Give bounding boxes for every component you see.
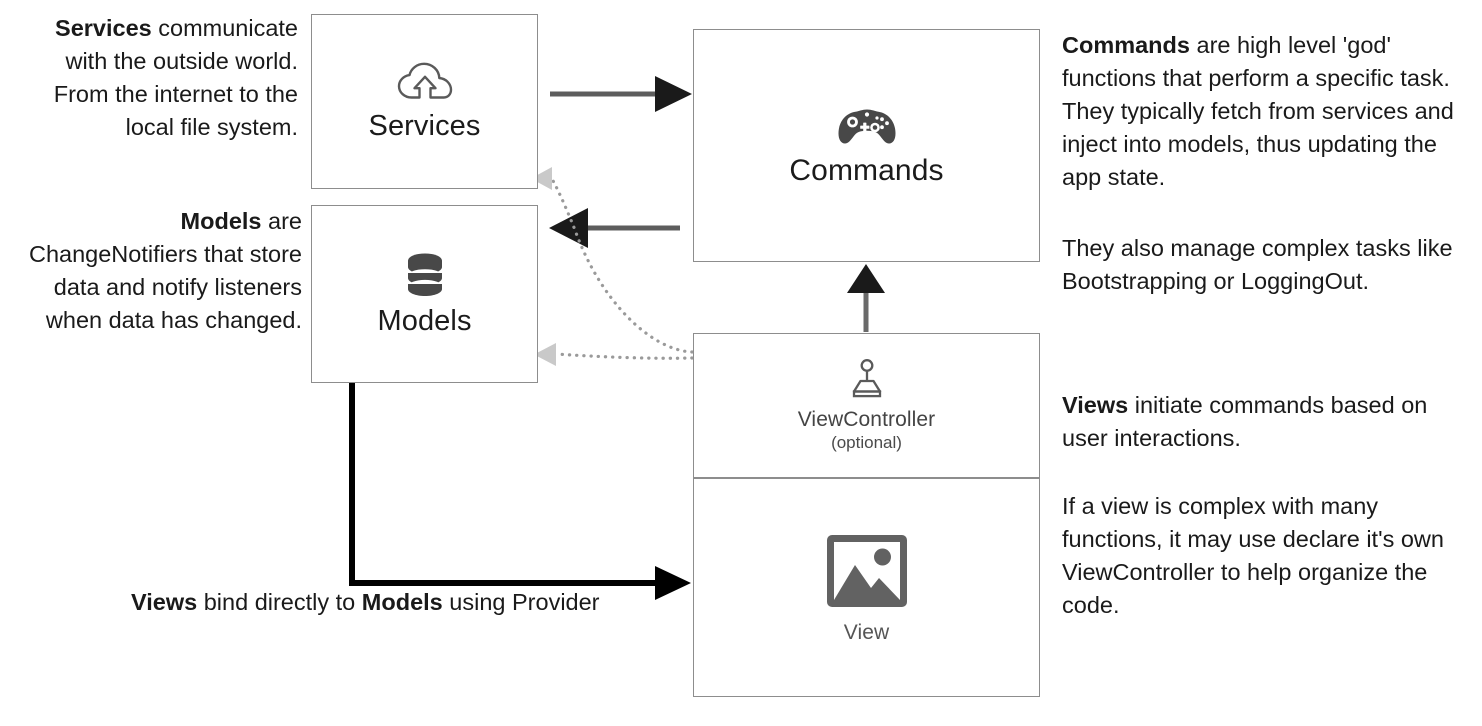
- gamepad-icon: [835, 104, 899, 148]
- note-commands-extra: They also manage complex tasks like Boot…: [1062, 232, 1462, 298]
- node-services[interactable]: Services: [311, 14, 538, 189]
- connector-models-to-view: [349, 383, 691, 600]
- note-services-rest: communicate with the outside world. From…: [53, 15, 298, 140]
- note-services-bold: Services: [55, 15, 152, 41]
- note-bottom-caption: Views bind directly to Models using Prov…: [131, 586, 651, 619]
- image-placeholder-icon: [824, 531, 910, 611]
- node-models-label: Models: [377, 304, 472, 337]
- connector-services-to-commands: [550, 76, 692, 112]
- note-bottom-bold2: Models: [361, 589, 443, 615]
- node-viewcontroller-label: ViewController: [797, 408, 936, 431]
- note-views-extra-text: If a view is complex with many functions…: [1062, 493, 1444, 618]
- node-viewcontroller-sublabel: (optional): [831, 433, 902, 452]
- node-commands[interactable]: Commands: [693, 29, 1040, 262]
- note-views-bold: Views: [1062, 392, 1129, 418]
- note-commands-extra-text: They also manage complex tasks like Boot…: [1062, 235, 1453, 294]
- note-bottom-bold1: Views: [131, 589, 198, 615]
- node-viewcontroller[interactable]: ViewController (optional): [693, 333, 1040, 478]
- node-view[interactable]: View: [693, 478, 1040, 697]
- note-views: Views initiate commands based on user in…: [1062, 389, 1462, 455]
- connector-viewcontroller-to-services: [531, 167, 694, 354]
- note-models-rest: are ChangeNotifiers that store data and …: [28, 208, 302, 333]
- note-services: Services communicate with the outside wo…: [18, 12, 298, 144]
- database-stack-icon: [403, 251, 447, 299]
- node-view-label: View: [843, 620, 890, 644]
- note-models: Models are ChangeNotifiers that store da…: [18, 205, 302, 337]
- joystick-icon: [847, 358, 887, 400]
- note-bottom-mid2: using Provider: [442, 589, 600, 615]
- connector-commands-to-models: [549, 208, 680, 248]
- note-commands: Commands are high level 'god' functions …: [1062, 29, 1462, 194]
- connector-viewcontroller-to-commands: [847, 264, 885, 332]
- note-commands-rest: are high level 'god' functions that perf…: [1062, 32, 1454, 190]
- node-commands-label: Commands: [789, 153, 944, 187]
- note-commands-bold: Commands: [1062, 32, 1190, 58]
- node-services-label: Services: [368, 110, 481, 142]
- note-bottom-mid1: bind directly to: [197, 589, 362, 615]
- note-views-rest: initiate commands based on user interact…: [1062, 392, 1428, 451]
- note-models-bold: Models: [180, 208, 262, 234]
- node-models[interactable]: Models: [311, 205, 538, 383]
- connector-viewcontroller-to-models: [534, 343, 694, 366]
- cloud-upload-icon: [396, 60, 454, 104]
- note-views-extra: If a view is complex with many functions…: [1062, 490, 1462, 622]
